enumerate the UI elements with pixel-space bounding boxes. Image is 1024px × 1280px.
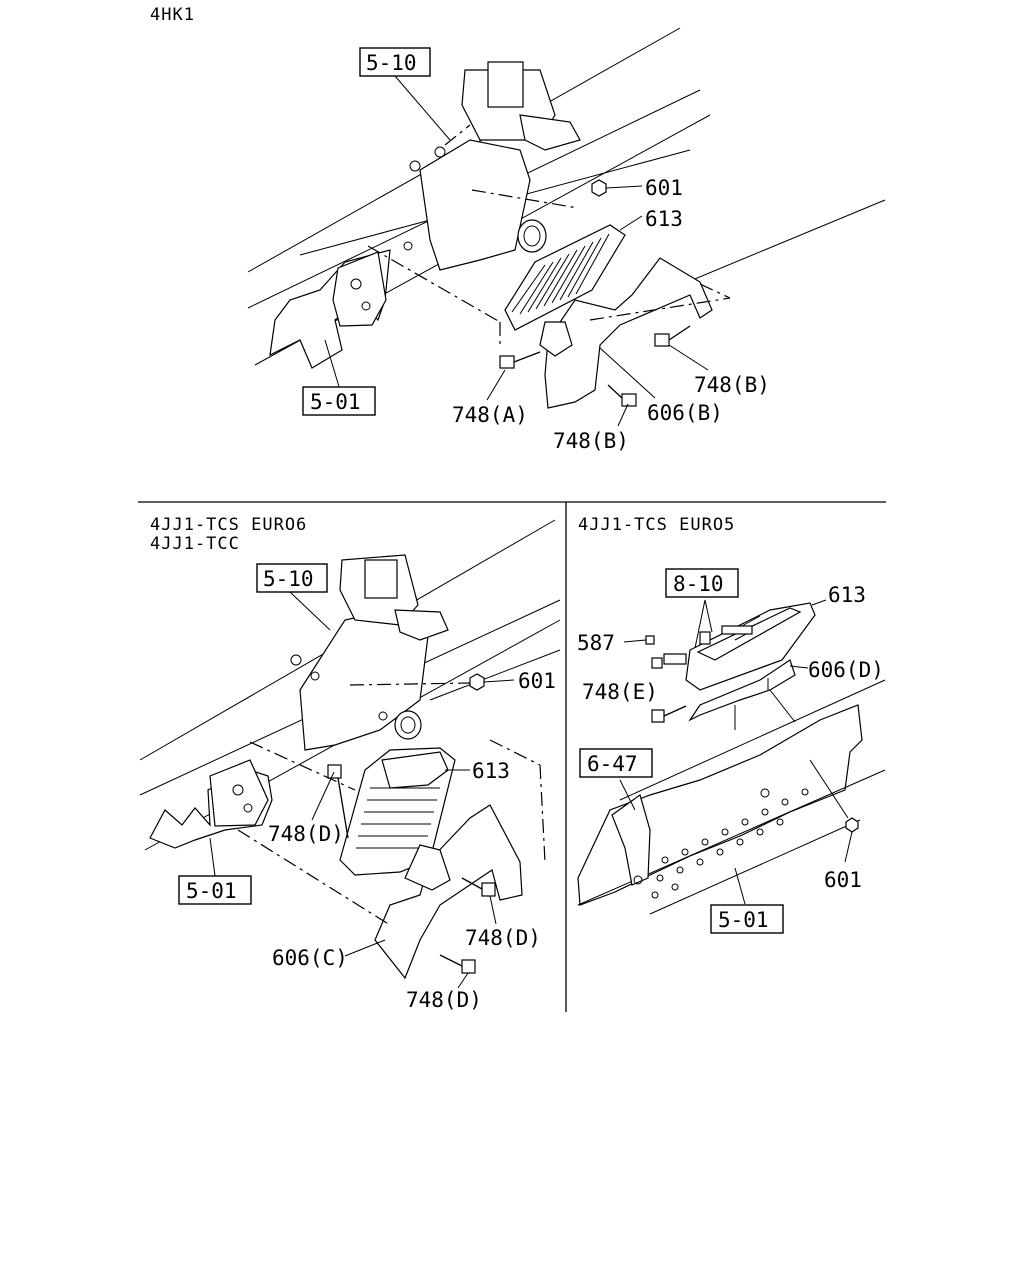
bottom-right-callouts: 8-10 6-47 5-01 613 587 606(D) 748(E) 601 — [577, 568, 884, 934]
section-dividers — [138, 501, 886, 1012]
bottom-right-ref-5-01[interactable]: 5-01 — [718, 908, 769, 932]
bottom-right-engine: 4JJ1-TCS EURO5 — [578, 515, 735, 535]
top-bolt-748b-1 — [654, 325, 691, 347]
top-part-748a[interactable]: 748(A) — [452, 403, 528, 427]
bottom-left-bolt-748d-2 — [461, 877, 496, 897]
bottom-left-ref-5-10[interactable]: 5-10 — [263, 567, 314, 591]
bottom-left-part-601[interactable]: 601 — [518, 669, 556, 693]
bottom-left-part-606c[interactable]: 606(C) — [272, 946, 348, 970]
top-ref-5-10[interactable]: 5-10 — [366, 51, 417, 75]
bottom-left-part-613[interactable]: 613 — [472, 759, 510, 783]
bottom-left-frame-drawing — [139, 519, 561, 989]
bottom-left-part-748d-2[interactable]: 748(D) — [465, 926, 541, 950]
top-callouts: 5-10 5-01 601 613 748(B) 748(A) 606(B) 7… — [302, 47, 770, 453]
bottom-left-engine-line2: 4JJ1-TCC — [150, 534, 240, 554]
bottom-left-callouts: 5-10 5-01 601 613 748(D) 748(D) 606(C) 7… — [178, 563, 556, 1012]
bottom-left-part-748d-1[interactable]: 748(D) — [268, 822, 344, 846]
bottom-right-part-748e[interactable]: 748(E) — [582, 680, 658, 704]
top-part-748b-1[interactable]: 748(B) — [694, 373, 770, 397]
top-part-601[interactable]: 601 — [645, 176, 683, 200]
top-part-606b[interactable]: 606(B) — [647, 401, 723, 425]
bottom-right-part-587[interactable]: 587 — [577, 631, 615, 655]
bottom-left-part-748d-3[interactable]: 748(D) — [406, 988, 482, 1012]
bottom-left-engine-line1: 4JJ1-TCS EURO6 — [150, 515, 307, 535]
bottom-left-bolt-748d-1 — [327, 764, 349, 839]
bottom-right-ref-6-47[interactable]: 6-47 — [587, 752, 638, 776]
top-bolt-748b-2 — [607, 384, 637, 407]
bottom-right-part-606d[interactable]: 606(D) — [808, 658, 884, 682]
bottom-right-ref-8-10[interactable]: 8-10 — [673, 572, 724, 596]
bottom-left-ref-5-01[interactable]: 5-01 — [186, 879, 237, 903]
bottom-right-part-601[interactable]: 601 — [824, 868, 862, 892]
top-bolt-748a — [499, 351, 541, 369]
bottom-right-frame-drawing — [577, 599, 886, 915]
bottom-left-bolt-748d-3 — [439, 954, 476, 974]
top-part-613[interactable]: 613 — [645, 207, 683, 231]
top-ref-5-01[interactable]: 5-01 — [310, 390, 361, 414]
bottom-right-frame-holes — [633, 788, 809, 899]
bottom-right-part-613[interactable]: 613 — [828, 583, 866, 607]
top-part-748b-2[interactable]: 748(B) — [553, 429, 629, 453]
top-frame-drawing — [247, 27, 886, 427]
top-engine-label: 4HK1 — [150, 5, 195, 25]
